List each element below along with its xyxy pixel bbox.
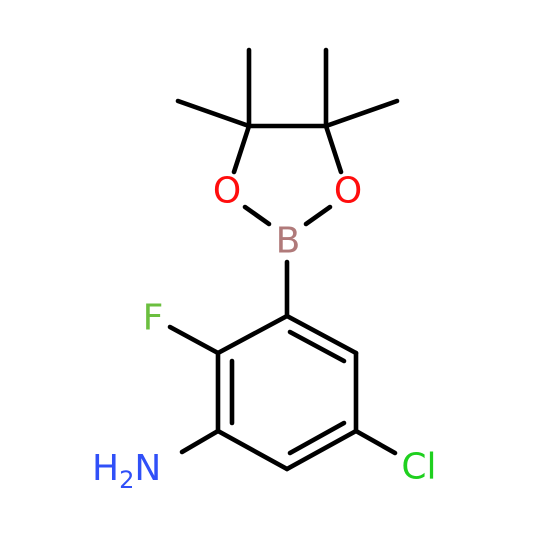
atom-cl: Cl <box>401 447 436 488</box>
bond-c-n <box>179 428 221 455</box>
atom-b: B <box>276 221 301 262</box>
bond-c-cl <box>353 428 398 456</box>
bond-c-o-right <box>323 123 344 175</box>
atom-nh2-n: N <box>134 448 161 489</box>
bond-ring-3 <box>284 428 359 472</box>
bond-o-b-right <box>303 204 333 227</box>
bond-ring-1 <box>284 313 359 356</box>
atom-f: F <box>143 298 164 339</box>
bond-o-b-left <box>242 204 272 227</box>
atom-o-left: O <box>213 171 241 212</box>
bond-c-f <box>167 324 221 356</box>
bond-double-inner-1 <box>287 329 347 364</box>
bond-ring-6 <box>215 313 290 356</box>
atom-o-right: O <box>334 171 362 212</box>
atom-nh2-sub: 2 <box>119 466 134 494</box>
bond-ring-4 <box>215 428 290 472</box>
bond-methyl-2 <box>175 98 252 129</box>
atom-nh2-h: H <box>92 448 119 489</box>
bond-double-inner-2 <box>287 420 347 456</box>
bond-c-o-left <box>231 123 252 175</box>
bond-methyl-4 <box>323 98 400 129</box>
atom-nh2: H2N <box>92 448 161 494</box>
